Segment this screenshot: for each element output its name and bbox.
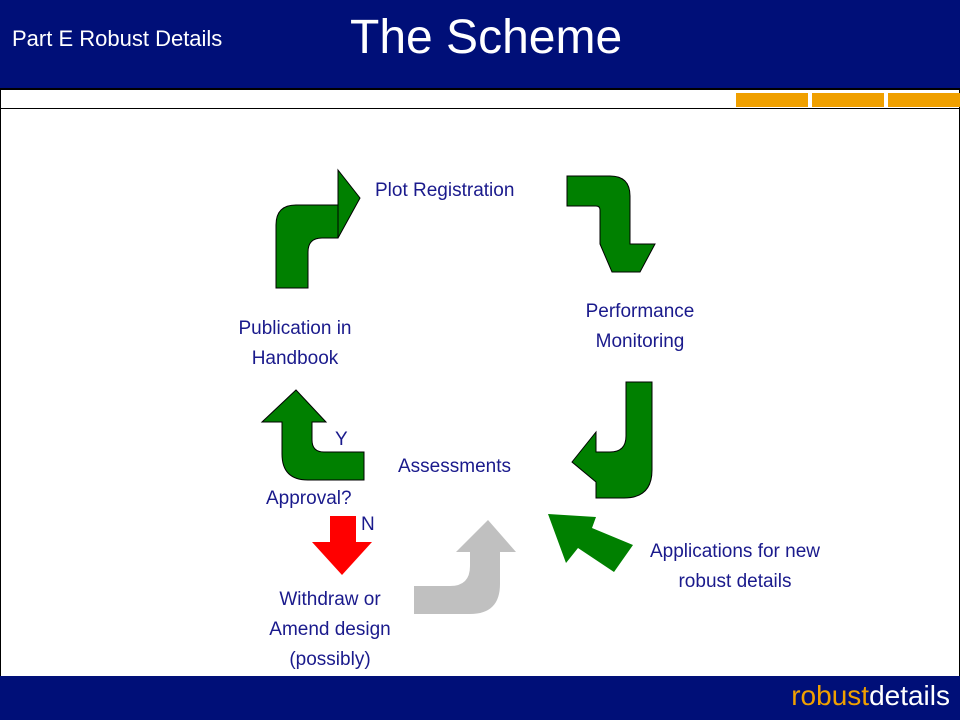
label-no: N [361,514,375,535]
accent-block-3 [888,93,960,107]
accent-block-2 [812,93,884,107]
brand-logo: robustdetails [791,680,950,712]
node-applications: Applications for new robust details [620,537,850,597]
node-performance-monitoring-line1: Performance [585,301,695,322]
brand-logo-part2: details [869,680,950,711]
content-top-line [0,108,960,109]
node-assessments: Assessments [398,456,511,477]
node-applications-line1: Applications for new [649,541,821,562]
arrow-registration-to-monitoring [566,175,656,273]
header-bar: Part E Robust Details The Scheme [0,0,960,88]
node-withdraw-line1: Withdraw or [279,589,381,610]
node-publication-line2: Handbook [251,348,339,369]
arrow-withdraw-to-assessments [414,520,516,614]
arrow-approval-to-withdraw [312,516,372,575]
section-subtitle: Part E Robust Details [12,26,223,51]
node-withdraw-line2: Amend design [269,619,391,640]
brand-logo-part1: robust [791,680,870,711]
node-withdraw: Withdraw or Amend design (possibly) [230,585,430,675]
footer-bar: robustdetails [0,676,960,720]
left-border [0,88,1,676]
arrow-publication-to-registration [275,168,361,289]
arrow-applications-to-assessments [548,514,633,572]
node-plot-registration: Plot Registration [375,180,515,201]
slide-title: The Scheme [350,11,623,64]
node-performance-monitoring-line2: Monitoring [595,331,685,352]
arrow-monitoring-to-assessments [571,381,653,499]
label-yes: Y [335,429,348,450]
node-publication-line1: Publication in [238,318,352,339]
node-approval: Approval? [266,488,352,509]
node-performance-monitoring: Performance Monitoring [540,297,740,357]
node-publication: Publication in Handbook [195,314,395,374]
header-divider [0,88,960,90]
node-withdraw-line3: (possibly) [289,649,371,670]
node-applications-line2: robust details [678,571,792,592]
arrow-approval-to-publication [260,389,365,481]
accent-block-1 [736,93,808,107]
